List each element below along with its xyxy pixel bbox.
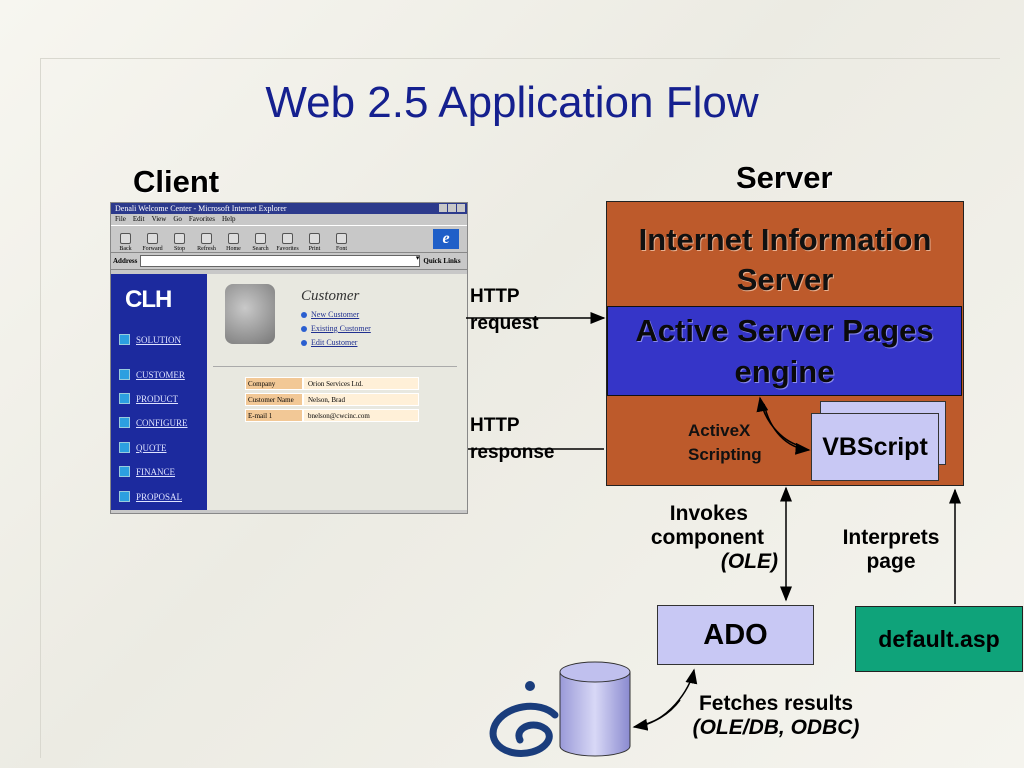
server-label: Server (736, 160, 833, 195)
frame-line-top (40, 58, 1000, 59)
frame-line-left (40, 58, 41, 758)
browser-titlebar: Denali Welcome Center - Microsoft Intern… (111, 203, 467, 214)
search-icon (255, 233, 266, 244)
browser-title: Denali Welcome Center - Microsoft Intern… (115, 204, 287, 213)
menu-favorites[interactable]: Favorites (188, 215, 215, 223)
refresh-button[interactable]: Refresh (194, 233, 219, 252)
bullet-icon (301, 311, 307, 318)
customer-panel: Customer New Customer Existing Customer … (207, 274, 467, 510)
window-buttons (439, 204, 465, 212)
menu-help[interactable]: Help (221, 215, 236, 223)
nav-arrow-icon (119, 393, 130, 404)
menu-go[interactable]: Go (173, 215, 182, 223)
company-swirl-logo-icon (489, 681, 559, 757)
nav-proposal[interactable]: PROPOSAL (119, 491, 182, 502)
nav-arrow-icon (119, 334, 130, 345)
fetches-arrow-down (632, 699, 681, 731)
stop-icon (174, 233, 185, 244)
browser-content: CLH SOLUTION CUSTOMER PRODUCT CONFIGURE … (111, 274, 467, 510)
asp-line2: engine (734, 354, 835, 389)
ado-box: ADO (657, 605, 814, 665)
address-input[interactable] (140, 254, 421, 267)
search-button[interactable]: Search (248, 233, 273, 252)
customer-illustration-icon (225, 284, 275, 344)
divider (213, 366, 457, 367)
activex-vbscript-arrow (763, 403, 811, 455)
customer-title: Customer (301, 288, 360, 304)
home-icon (228, 233, 239, 244)
new-customer-link[interactable]: New Customer (301, 310, 359, 319)
menu-edit[interactable]: Edit (132, 215, 145, 223)
existing-customer-link[interactable]: Existing Customer (301, 324, 371, 333)
customer-name-field[interactable]: Nelson, Brad (303, 393, 419, 406)
default-asp-box: default.asp (855, 606, 1023, 672)
bullet-icon (301, 325, 307, 332)
minimize-icon[interactable] (439, 204, 447, 212)
nav-product[interactable]: PRODUCT (119, 393, 178, 404)
address-bar: Address Quick Links (111, 253, 467, 270)
asp-engine-box: Active Server Pages engine (607, 306, 962, 396)
font-button[interactable]: Font (329, 233, 354, 252)
activex-asp-arrow (756, 396, 801, 447)
nav-arrow-icon (119, 417, 130, 428)
close-icon[interactable] (457, 204, 465, 212)
menu-view[interactable]: View (151, 215, 167, 223)
print-button[interactable]: Print (302, 233, 327, 252)
forward-icon (147, 233, 158, 244)
nav-customer[interactable]: CUSTOMER (119, 369, 185, 380)
browser-menubar: File Edit View Go Favorites Help (111, 214, 467, 225)
menu-file[interactable]: File (115, 215, 126, 223)
app-sidebar: CLH SOLUTION CUSTOMER PRODUCT CONFIGURE … (111, 274, 207, 510)
vbscript-box: VBScript (811, 413, 939, 481)
client-label: Client (133, 164, 220, 199)
quick-links[interactable]: Quick Links (423, 257, 461, 265)
maximize-icon[interactable] (448, 204, 456, 212)
nav-arrow-icon (119, 369, 130, 380)
invokes-component-label: Invokes component (OLE) (650, 502, 778, 573)
address-label: Address (113, 257, 138, 265)
fetches-arrow-up (635, 668, 698, 728)
nav-finance[interactable]: FINANCE (119, 466, 175, 477)
nav-configure[interactable]: CONFIGURE (119, 417, 188, 428)
favorites-button[interactable]: Favorites (275, 233, 300, 252)
database-icon (559, 661, 631, 757)
browser-toolbar: Back Forward Stop Refresh Home Search Fa… (111, 225, 467, 253)
forward-button[interactable]: Forward (140, 233, 165, 252)
iis-line1: Internet Information (638, 222, 932, 257)
fetches-results-label: Fetches results(OLE/DB, ODBC) (692, 692, 860, 739)
back-button[interactable]: Back (113, 233, 138, 252)
email-field[interactable]: bnelson@cwcinc.com (303, 409, 419, 422)
home-button[interactable]: Home (221, 233, 246, 252)
favorites-icon (282, 233, 293, 244)
clh-logo: CLH (125, 286, 172, 313)
nav-arrow-icon (119, 442, 130, 453)
iis-line2: Server (736, 262, 834, 297)
edit-customer-link[interactable]: Edit Customer (301, 338, 357, 347)
nav-quote[interactable]: QUOTE (119, 442, 167, 453)
bullet-icon (301, 339, 307, 346)
print-icon (309, 233, 320, 244)
slide-title: Web 2.5 Application Flow (265, 78, 759, 127)
refresh-icon (201, 233, 212, 244)
nav-arrow-icon (119, 466, 130, 477)
asp-line1: Active Server Pages (635, 313, 934, 348)
stop-button[interactable]: Stop (167, 233, 192, 252)
browser-window: Denali Welcome Center - Microsoft Intern… (110, 202, 468, 514)
nav-arrow-icon (119, 491, 130, 502)
company-field[interactable]: Orion Services Ltd. (303, 377, 419, 390)
font-icon (336, 233, 347, 244)
ie-logo-icon: e (433, 229, 459, 249)
nav-solution[interactable]: SOLUTION (119, 334, 181, 345)
back-icon (120, 233, 131, 244)
